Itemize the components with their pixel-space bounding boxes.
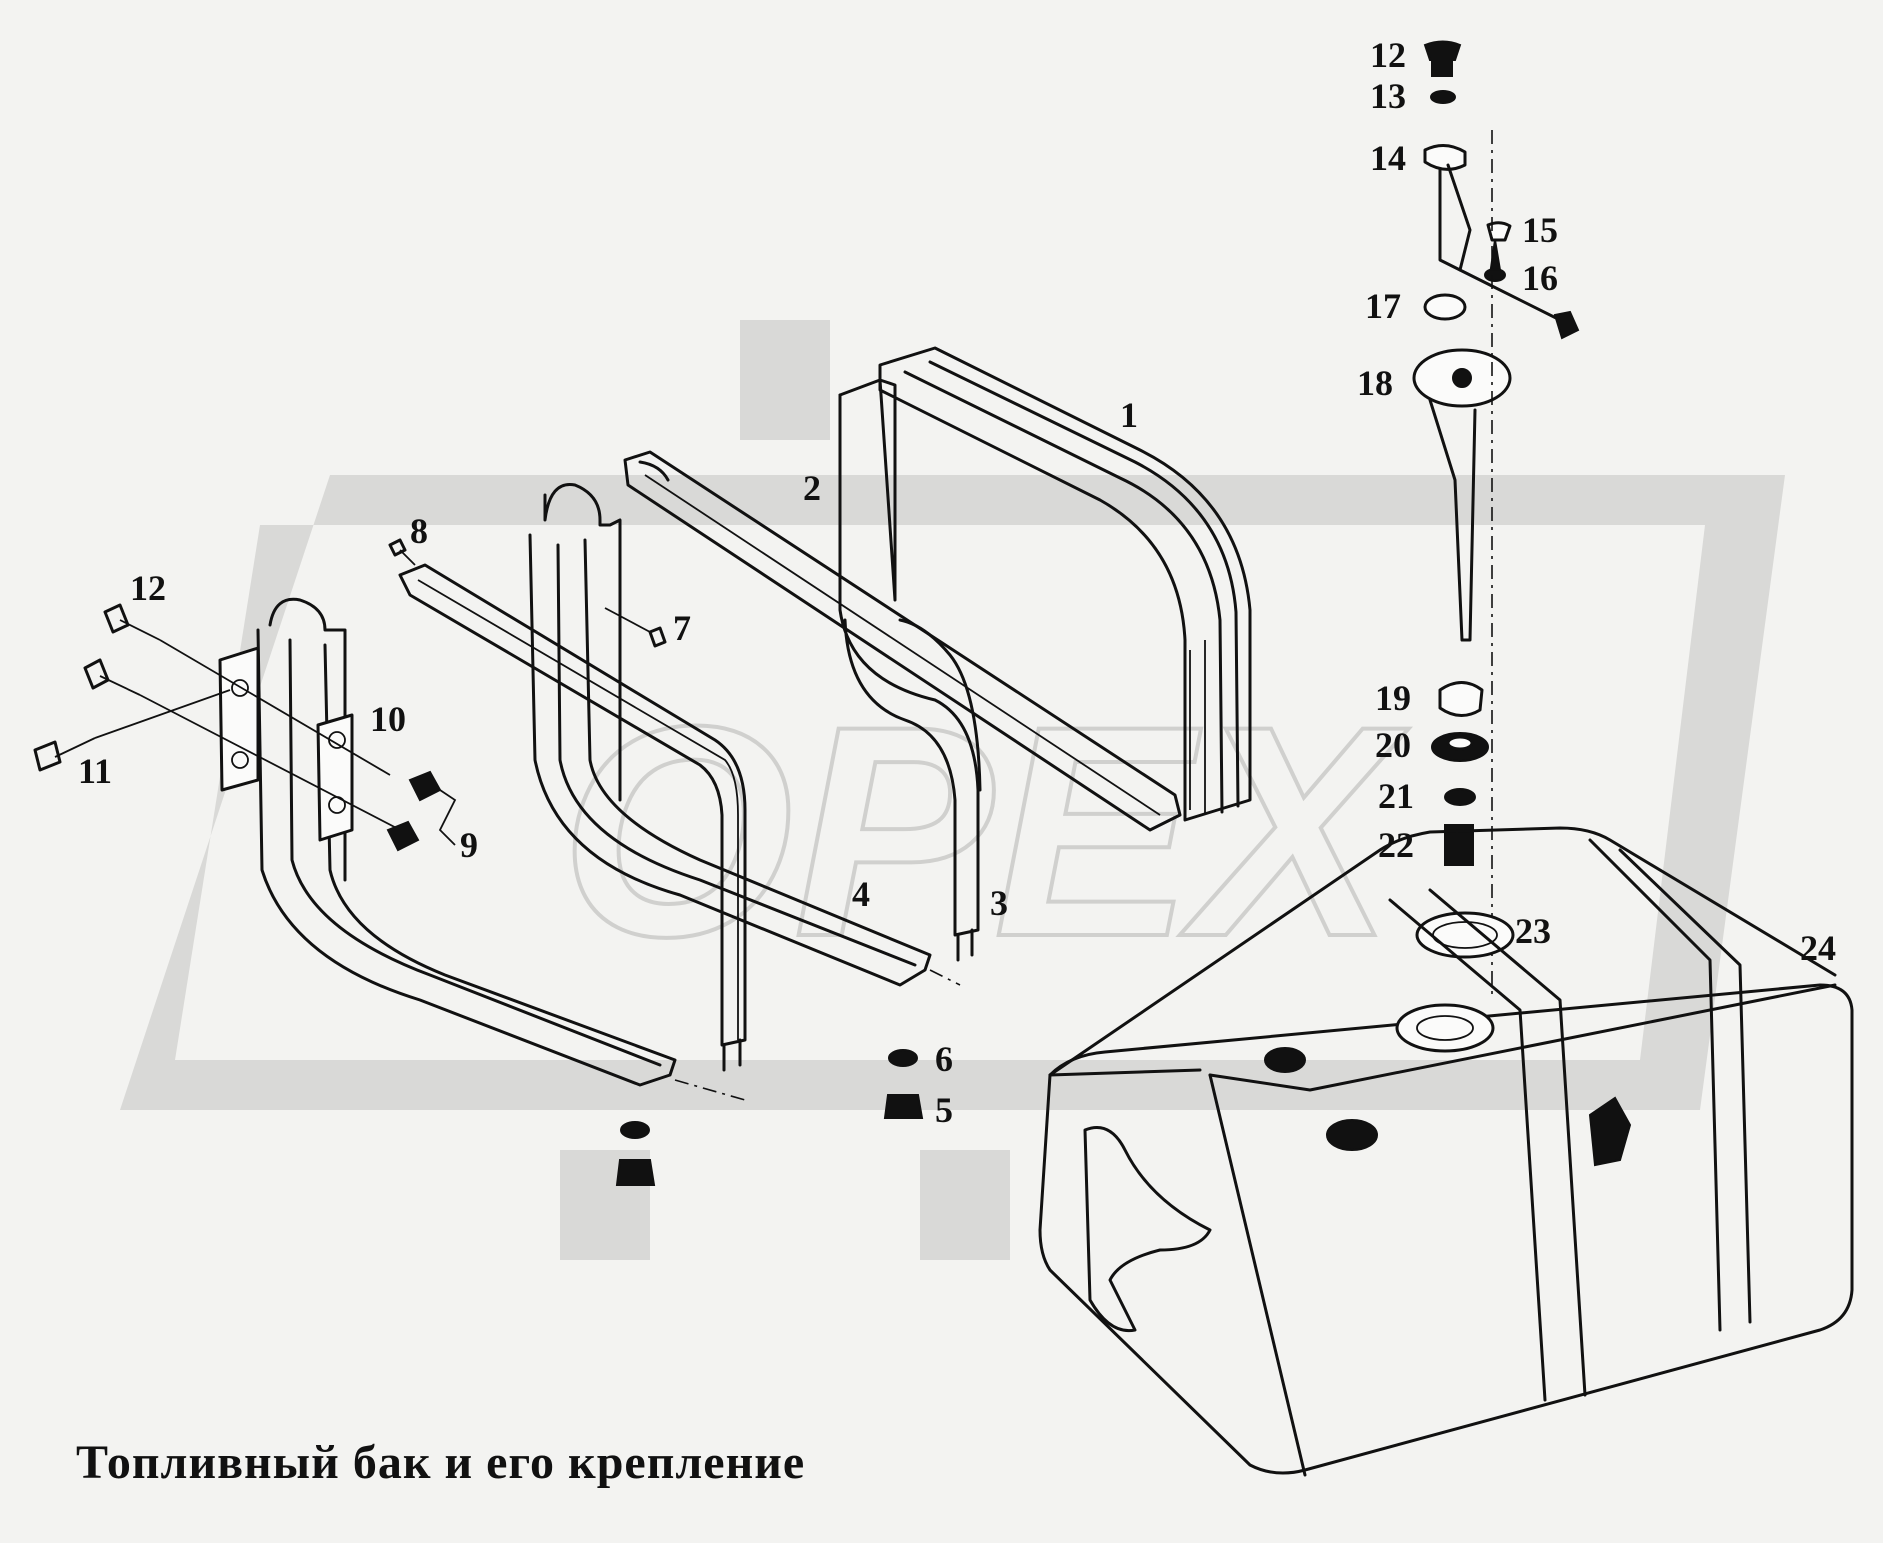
callout-19: 19	[1375, 678, 1411, 718]
callout-16: 16	[1522, 258, 1558, 298]
callout-4: 4	[852, 874, 870, 914]
callout-1: 1	[1120, 395, 1138, 435]
callout-23: 23	[1515, 911, 1551, 951]
callout-11: 11	[78, 751, 112, 791]
callout-20: 20	[1375, 725, 1411, 765]
fuel-sender-assembly	[1412, 40, 1580, 1000]
callout-13: 13	[1370, 76, 1406, 116]
part-1-top-clamp	[878, 346, 1252, 822]
callout-12-left: 12	[130, 568, 166, 608]
left-bolts	[33, 603, 411, 836]
callout-21: 21	[1378, 776, 1414, 816]
part-2-long-strap	[623, 450, 1182, 832]
part-23-flange	[1415, 911, 1515, 959]
part-4-middle-bracket	[398, 482, 932, 1072]
callout-9: 9	[460, 825, 478, 865]
watermark-text: OPEX	[560, 663, 1409, 999]
callout-18: 18	[1357, 363, 1393, 403]
callout-8: 8	[410, 511, 428, 551]
callout-22: 22	[1378, 825, 1414, 865]
part-9-nuts	[386, 770, 457, 852]
callout-labels: 1 2 3 4 5 6 7 8 9 10 11 12 12 13 14 15 1…	[78, 35, 1836, 1130]
part-10-left-bracket	[218, 597, 677, 1087]
part-24-fuel-tank	[1038, 826, 1854, 1477]
callout-6: 6	[935, 1039, 953, 1079]
part-3-bracket	[838, 378, 982, 962]
callout-17: 17	[1365, 286, 1401, 326]
part-5-6-washers-nuts	[615, 969, 961, 1186]
callout-10: 10	[370, 699, 406, 739]
callout-15: 15	[1522, 210, 1558, 250]
watermark-logo: OPEX	[120, 320, 1785, 1260]
callout-14: 14	[1370, 138, 1406, 178]
callout-12-top: 12	[1370, 35, 1406, 75]
callout-5: 5	[935, 1090, 953, 1130]
callout-2: 2	[803, 468, 821, 508]
callout-7: 7	[673, 608, 691, 648]
callout-24: 24	[1800, 928, 1836, 968]
diagram-title: Топливный бак и его крепление	[76, 1436, 806, 1489]
part-7-8-pins	[388, 538, 667, 648]
callout-3: 3	[990, 883, 1008, 923]
